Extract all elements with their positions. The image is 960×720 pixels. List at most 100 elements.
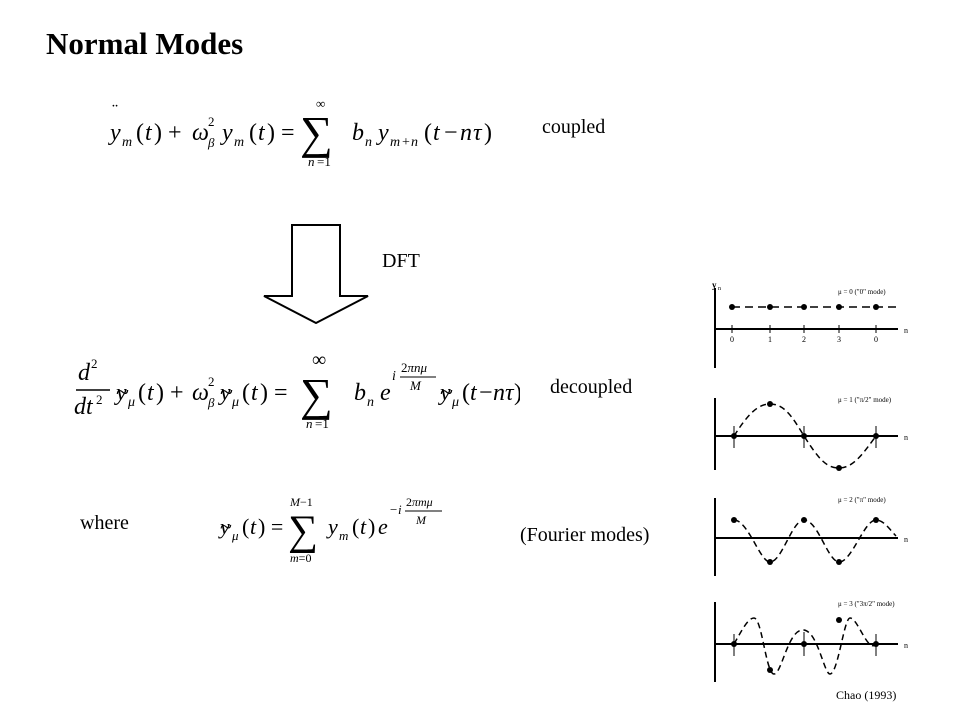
svg-text:(: ( <box>462 380 470 406</box>
svg-text:y: y <box>114 380 127 406</box>
svg-text:y: y <box>218 514 230 539</box>
mode-caption: μ = 1 ("π/2" mode) <box>838 396 892 404</box>
svg-text:y: y <box>220 120 233 146</box>
svg-text:~: ~ <box>220 380 233 406</box>
svg-text:2πmμ: 2πmμ <box>406 495 433 509</box>
mode-panel-1: μ = 1 ("π/2" mode) n <box>714 396 908 471</box>
mode-panel-0: y n μ = 0 ("0" mode) n 0 1 2 3 0 <box>712 280 908 368</box>
decoupled-equation: d 2 dt 2 ~ y μ ( t ) + ω β 2 ~ y μ ( t )… <box>74 350 520 430</box>
svg-text:+: + <box>402 135 410 150</box>
svg-text:(: ( <box>352 514 359 539</box>
svg-text:(: ( <box>242 514 249 539</box>
svg-text:t: t <box>251 380 259 406</box>
svg-text:τ: τ <box>473 120 483 146</box>
svg-text:t: t <box>147 380 155 406</box>
decoupled-label: decoupled <box>550 376 633 398</box>
svg-text:μ: μ <box>451 395 459 410</box>
svg-text:m: m <box>234 135 244 150</box>
svg-text:): ) <box>484 120 492 146</box>
where-label: where <box>80 512 129 534</box>
svg-text:2: 2 <box>208 114 215 129</box>
svg-text:(: ( <box>242 380 250 406</box>
svg-text:~: ~ <box>116 380 129 406</box>
svg-text:−: − <box>444 120 458 146</box>
svg-text:y: y <box>376 120 389 146</box>
mode-panel-2: μ = 2 ("π" mode) n <box>714 496 908 576</box>
svg-text:ω: ω <box>192 380 209 406</box>
svg-text:b: b <box>354 380 366 406</box>
page-title: Normal Modes <box>46 26 244 61</box>
svg-text:−: − <box>390 502 397 517</box>
svg-text:m: m <box>390 135 400 150</box>
svg-text:¨: ¨ <box>112 100 118 120</box>
svg-text:β: β <box>207 135 215 150</box>
svg-text:(: ( <box>138 380 146 406</box>
fourier-equation: ~ y μ ( t ) = ∑ M−1 m=0 y m ( t ) e − i … <box>218 495 442 565</box>
svg-text:n: n <box>493 380 505 406</box>
svg-text:y: y <box>326 514 338 539</box>
svg-text:n: n <box>365 135 372 150</box>
svg-text:t: t <box>250 514 257 539</box>
svg-text:ω: ω <box>192 120 209 146</box>
svg-text:∞: ∞ <box>316 96 325 111</box>
svg-text:e: e <box>378 514 388 539</box>
svg-text:2: 2 <box>208 374 215 389</box>
svg-text:): ) <box>514 380 520 406</box>
svg-text:τ: τ <box>505 380 515 406</box>
svg-text:=1: =1 <box>317 154 331 169</box>
svg-text:) =: ) = <box>260 380 288 406</box>
citation: Chao (1993) <box>836 688 897 702</box>
axis-x-label: n <box>904 535 908 544</box>
tick-label: 3 <box>837 335 841 344</box>
mode-caption: μ = 3 ("3π/2" mode) <box>838 600 895 608</box>
svg-text:m=0: m=0 <box>290 551 311 565</box>
svg-text:−: − <box>479 380 493 406</box>
svg-text:∞: ∞ <box>312 350 326 371</box>
svg-text:) =: ) = <box>267 120 295 146</box>
axis-x-label: n <box>904 326 908 335</box>
axis-x-label: n <box>904 641 908 650</box>
svg-text:d: d <box>78 360 91 386</box>
fourier-modes-label: (Fourier modes) <box>520 524 650 546</box>
svg-text:y: y <box>438 380 451 406</box>
svg-text:t: t <box>360 514 367 539</box>
svg-text:2: 2 <box>96 392 103 407</box>
svg-text:μ: μ <box>231 528 239 543</box>
mode-caption: μ = 0 ("0" mode) <box>838 288 886 296</box>
svg-text:∑: ∑ <box>300 369 333 420</box>
svg-text:t: t <box>258 120 266 146</box>
svg-text:i: i <box>392 369 396 384</box>
svg-text:y: y <box>218 380 231 406</box>
svg-text:~: ~ <box>220 514 232 539</box>
svg-text:∑: ∑ <box>300 107 333 158</box>
svg-text:2πnμ: 2πnμ <box>401 360 428 375</box>
svg-text:M: M <box>409 378 422 393</box>
svg-text:n: n <box>367 395 374 410</box>
svg-text:) =: ) = <box>258 514 283 539</box>
axis-y-label: y <box>712 280 717 290</box>
svg-text:(: ( <box>249 120 257 146</box>
svg-text:t: t <box>470 380 478 406</box>
svg-text:m: m <box>122 135 132 150</box>
svg-text:) +: ) + <box>156 380 184 406</box>
coupled-label: coupled <box>542 116 606 138</box>
svg-text:m: m <box>339 528 348 543</box>
normal-modes-figure: y n μ = 0 ("0" mode) n 0 1 2 3 0 μ = 1 (… <box>712 280 908 682</box>
mode-caption: μ = 2 ("π" mode) <box>838 496 886 504</box>
mode-panel-3: μ = 3 ("3π/2" mode) n <box>714 600 908 682</box>
svg-text:n: n <box>411 135 418 150</box>
svg-text:n: n <box>308 154 315 169</box>
svg-text:dt: dt <box>74 394 94 420</box>
svg-text:(: ( <box>136 120 144 146</box>
tick-label: 0 <box>730 335 734 344</box>
svg-text:∑: ∑ <box>288 508 318 554</box>
axis-y-subscript: n <box>718 286 721 292</box>
tick-label: 1 <box>768 335 772 344</box>
svg-text:n: n <box>460 120 472 146</box>
svg-text:=1: =1 <box>315 416 329 430</box>
svg-text:β: β <box>207 395 215 410</box>
coupled-equation: y ¨ m ( t ) + ω β 2 y m ( t ) = ∑ ∞ n =1… <box>108 96 492 169</box>
down-arrow-icon <box>263 224 369 324</box>
svg-text:e: e <box>380 380 391 406</box>
svg-text:μ: μ <box>127 395 135 410</box>
